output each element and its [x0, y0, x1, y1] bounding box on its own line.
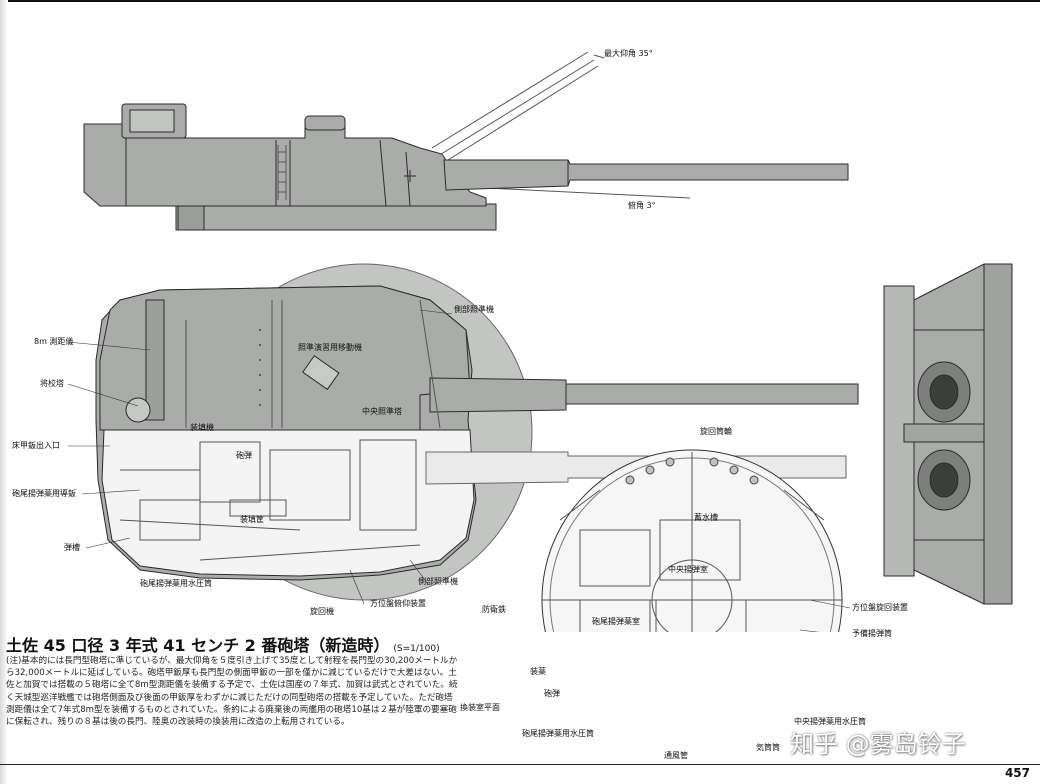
label-passage: 通風管	[664, 751, 688, 760]
label-loading-frame: 装填筐	[240, 515, 264, 524]
figure-scale: (S=1/100)	[393, 644, 440, 654]
label-rotating-gear: 旋回機	[310, 607, 334, 616]
label-hoist-cylinder: 砲尾揚弾薬用水圧筒	[140, 579, 212, 588]
label-spare-hoist: 予備揚弾筒	[852, 629, 892, 638]
label-train-lock: 方位盤俯仰装置	[370, 599, 426, 608]
side-view-top	[83, 51, 849, 231]
label-powder: 装薬	[530, 667, 546, 676]
label-rotating-ring: 旋回筒輪	[700, 427, 732, 436]
label-transfer-plane: 換装室平面	[460, 703, 500, 712]
label-central-sight-tower: 中央照準塔	[362, 407, 402, 416]
label-side-sight-2: 側部照準機	[418, 577, 458, 586]
label-shell: 砲弾	[236, 451, 252, 460]
label-max-elevation: 最大仰角 35°	[604, 49, 653, 58]
label-breech-chute: 砲尾揚弾薬用導鈑	[12, 489, 76, 498]
label-shell-2: 砲弾	[544, 689, 560, 698]
label-sight-mechanism: 照準演習用移動機	[298, 343, 362, 352]
label-water-tank: 蓄水槽	[694, 513, 718, 522]
technical-drawing	[67, 51, 1013, 632]
label-depression: 俯角 3°	[628, 201, 656, 210]
label-air-tube: 気筒筒	[756, 743, 780, 752]
page-gutter	[0, 0, 8, 784]
label-direction-gear: 方位盤旋回装置	[852, 603, 908, 612]
label-shell-rack: 弾槽	[64, 543, 80, 552]
watermark-text: 知乎 @雾岛铃子	[790, 730, 966, 758]
section-view-middle	[95, 263, 859, 601]
label-loader: 装填機	[190, 423, 214, 432]
label-rangefinder: 8m 測距儀	[34, 337, 74, 346]
label-hatch: 床甲鈑出入口	[12, 441, 60, 450]
label-periscope-tower: 将校塔	[40, 379, 64, 388]
figure-title-main: 土佐 45 口径 3 年式 41 センチ 2 番砲塔（新造時）	[6, 636, 390, 655]
page-number: 457	[1004, 766, 1030, 780]
figure-note: (注)基本的には長門型砲塔に準じているが、最大仰角を５度引き上げて35度として射…	[6, 656, 458, 728]
label-anti-shell: 防衛鉄	[482, 605, 506, 614]
label-breech-hoist-room: 砲尾揚弾薬室	[592, 617, 640, 626]
figure-title: 土佐 45 口径 3 年式 41 センチ 2 番砲塔（新造時）(S=1/100)	[6, 632, 440, 656]
plan-view-circle	[541, 449, 843, 632]
label-hoist-cylinder-2: 砲尾揚弾薬用水圧筒	[522, 729, 594, 738]
label-central-hoist-room: 中央揚弾室	[668, 565, 708, 574]
top-rule	[8, 0, 1040, 2]
front-view-right	[883, 263, 1013, 605]
label-central-hoist-cylinder: 中央揚弾薬用水圧筒	[794, 717, 866, 726]
bottom-rule	[0, 764, 1040, 765]
label-side-sight: 側部照準機	[454, 305, 494, 314]
